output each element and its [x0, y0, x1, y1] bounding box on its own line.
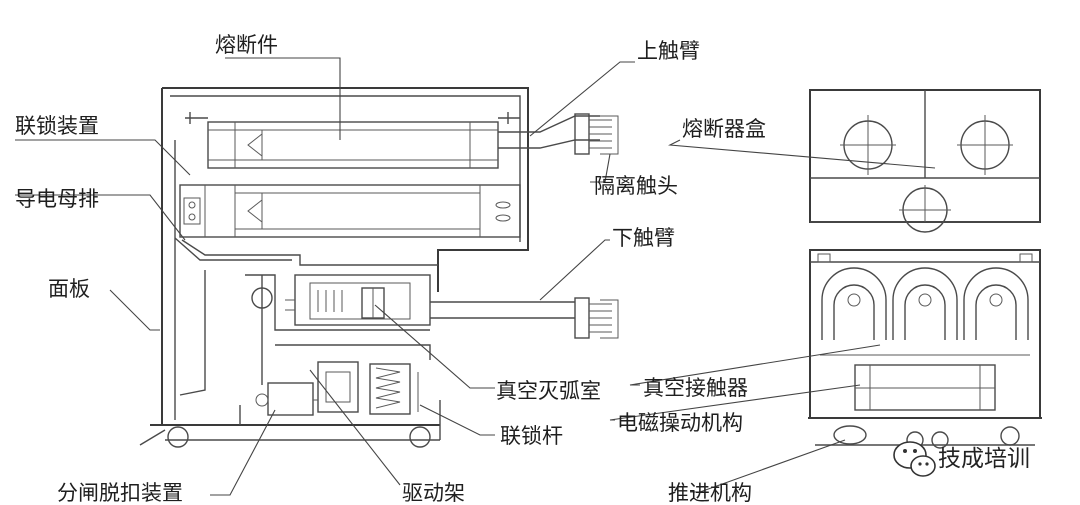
electromagnet: [317, 361, 419, 415]
labels: 熔断件 上触臂 联锁装置 熔断器盒 隔离触头 导电母排 下触臂 面板 真空灭弧室…: [15, 33, 766, 505]
fuse-box: [809, 89, 1041, 233]
label-electromagnetic-mechanism: 电磁操动机构: [617, 411, 743, 435]
label-fuse-element: 熔断件: [215, 33, 278, 57]
label-vacuum-contactor: 真空接触器: [643, 376, 748, 400]
label-interlock-rod: 联锁杆: [500, 424, 563, 448]
label-vacuum-interrupter: 真空灭弧室: [496, 379, 601, 403]
wechat-icon: [893, 441, 936, 477]
vacuum-interrupter: [294, 274, 431, 326]
label-isolating-contact: 隔离触头: [594, 174, 678, 198]
watermark-text: 技成培训: [938, 446, 1030, 472]
lower-isolating-contact: [574, 297, 619, 339]
label-lower-contact-arm: 下触臂: [612, 226, 675, 250]
front-view-drawing: [808, 89, 1042, 449]
chassis: [139, 400, 441, 448]
watermark: 技成培训: [893, 441, 1030, 477]
propulsion-mechanism: [808, 417, 1042, 449]
contactor-body: [809, 249, 1041, 419]
drive-frame: [179, 270, 431, 396]
label-conductive-busbar: 导电母排: [15, 187, 99, 211]
label-propulsion-mechanism: 推进机构: [668, 481, 752, 505]
leader-lines: [15, 57, 936, 496]
label-upper-contact-arm: 上触臂: [637, 39, 700, 63]
side-view-drawing: [139, 87, 619, 448]
label-trip-device: 分闸脱扣装置: [57, 481, 183, 505]
upper-isolating-contact: [574, 113, 619, 155]
label-fuse-box: 熔断器盒: [682, 117, 766, 141]
lower-fuse-tube: [179, 184, 521, 238]
label-interlock-device: 联锁装置: [15, 114, 99, 138]
trip-device: [255, 382, 318, 416]
label-panel: 面板: [48, 277, 90, 301]
upper-fuse-tube: [207, 121, 499, 169]
label-drive-frame: 驱动架: [402, 481, 465, 505]
